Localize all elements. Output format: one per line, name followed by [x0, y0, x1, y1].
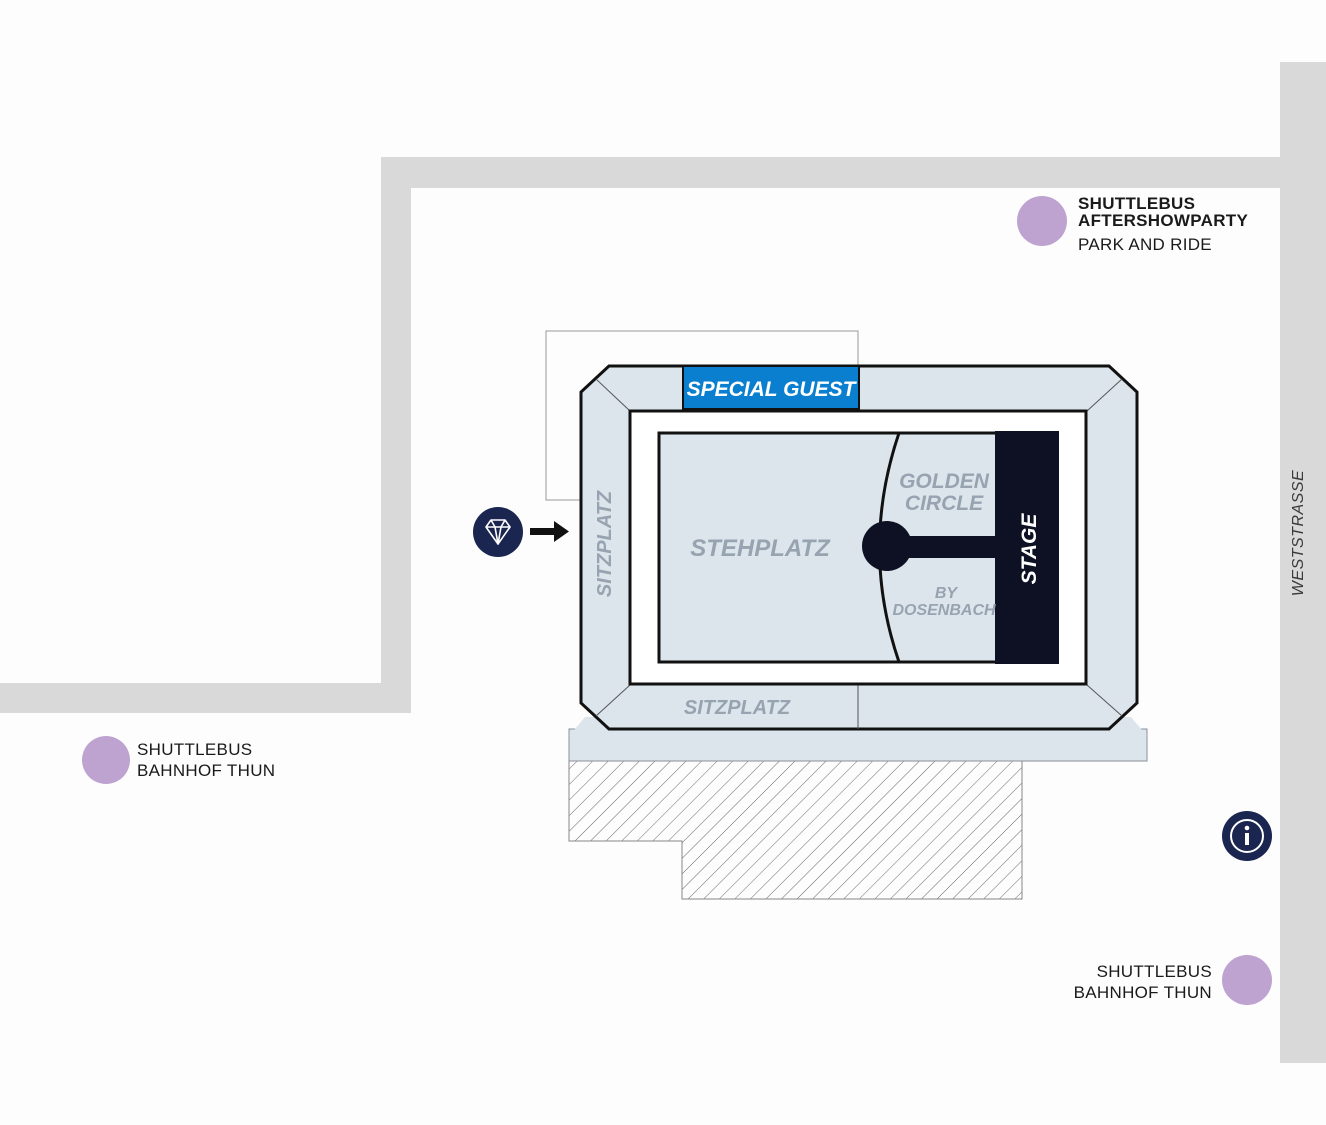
shuttle-top-right-line1: SHUTTLEBUS [1078, 194, 1196, 213]
road-weststrasse [1280, 62, 1326, 1063]
diamond-icon[interactable] [473, 507, 523, 557]
shuttle-marker-bottom-right[interactable] [1222, 955, 1272, 1005]
shuttle-bottom-right-line1: SHUTTLEBUS [1096, 962, 1212, 981]
sitzplatz-bottom-label: SITZPLATZ [684, 697, 791, 719]
shuttle-label-top-right: SHUTTLEBUS AFTERSHOWPARTY PARK AND RIDE [1078, 195, 1248, 255]
shuttle-label-bottom-right: SHUTTLEBUS BAHNHOF THUN [1030, 961, 1212, 1003]
special-guest-area[interactable] [682, 365, 860, 410]
stage[interactable] [995, 431, 1059, 664]
special-guest-label: SPECIAL GUEST [687, 378, 858, 401]
catwalk-round [862, 521, 912, 571]
vip-entrance[interactable] [473, 507, 523, 557]
stehplatz-label: STEHPLATZ [690, 535, 831, 562]
road-left-horizontal [0, 683, 411, 713]
dosenbach-label: DOSENBACH [892, 602, 996, 619]
shuttle-left-line1: SHUTTLEBUS [137, 740, 253, 759]
road-top [381, 157, 1281, 188]
ring-corner-lines [595, 378, 1123, 729]
street-label-weststrasse: WESTSTRASSE [1290, 470, 1307, 596]
stage-label: STAGE [1018, 513, 1041, 585]
arrow-right-icon [530, 521, 569, 542]
catwalk [885, 536, 1000, 558]
shuttle-marker-top-right[interactable] [1017, 196, 1067, 246]
hatched-building [568, 760, 1023, 900]
shuttle-left-line2: BAHNHOF THUN [137, 761, 276, 780]
by-label: BY [935, 585, 959, 602]
shuttle-label-left: SHUTTLEBUS BAHNHOF THUN [137, 739, 275, 781]
shuttle-bottom-right-line2: BAHNHOF THUN [1073, 983, 1212, 1002]
golden-circle-label-1: GOLDEN [899, 470, 990, 493]
roads [0, 62, 1326, 1063]
shuttle-top-right-line3: PARK AND RIDE [1078, 235, 1212, 254]
golden-circle-label-2: CIRCLE [905, 492, 984, 515]
road-vertical-left [381, 157, 411, 713]
info-point[interactable] [1222, 811, 1272, 861]
shuttle-marker-left[interactable] [82, 736, 130, 784]
sitzplatz-left-label: SITZPLATZ [594, 490, 616, 597]
entrance-path [545, 330, 859, 501]
shuttle-top-right-line2: AFTERSHOWPARTY [1078, 211, 1249, 230]
